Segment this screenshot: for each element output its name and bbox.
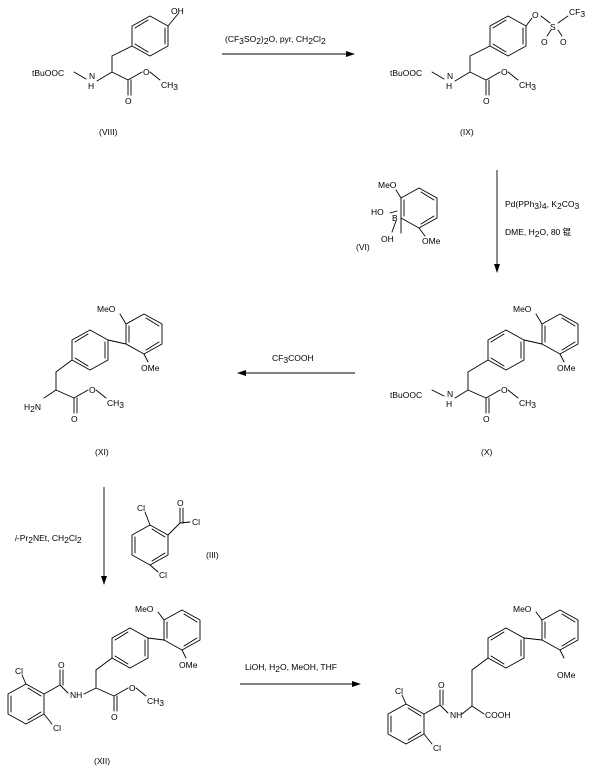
compound-xi-ome-bottom: OMe: [141, 363, 160, 373]
compound-final-o-amide: O: [438, 680, 445, 690]
compound-viii-label: (VIII): [99, 127, 118, 137]
arrow-4-head: [101, 576, 107, 585]
compound-viii-boc: tBuOOC: [32, 68, 64, 78]
compound-x-h: H: [446, 399, 452, 409]
compound-iii-cl-bottom: Cl: [159, 570, 167, 580]
step-3-reagents: CF3COOH: [272, 353, 314, 365]
compound-x-ch3: CH3: [519, 398, 536, 410]
compound-iii-cl-top: Cl: [137, 503, 145, 513]
compound-viii-o-carbonyl: O: [125, 96, 132, 106]
compound-x-bonds: [431, 313, 579, 414]
compound-xii-ome-bottom: OMe: [179, 660, 198, 670]
compound-ix-o-carbonyl: O: [483, 96, 490, 106]
compound-ix-h: H: [446, 81, 452, 91]
compound-ix-s: S: [550, 22, 556, 32]
step-3: CF3COOH: [237, 353, 355, 376]
step-5: LiOH, H2O, MeOH, THF: [240, 662, 361, 687]
compound-final-cooh: COOH: [485, 710, 511, 720]
compound-iii-bonds: [131, 507, 191, 573]
compound-vi-ome-bottom: OMe: [422, 236, 441, 246]
compound-ix-bonds: [431, 15, 569, 96]
compound-xii-ome-top: MeO: [135, 604, 154, 614]
arrow-3-head: [237, 370, 246, 376]
compound-iii-label: (III): [206, 550, 219, 560]
compound-viii-h: H: [88, 81, 94, 91]
compound-viii-bonds: [73, 13, 179, 96]
compound-ix-nh: N: [447, 71, 453, 81]
compound-xii-cl-bottom: Cl: [53, 723, 61, 733]
compound-viii-nh: N: [89, 71, 95, 81]
arrow-5-head: [352, 681, 361, 687]
compound-x-boc: tBuOOC: [390, 390, 422, 400]
compound-vi-bonds: [389, 187, 438, 237]
compound-vi-ome-top: MeO: [378, 180, 397, 190]
compound-final-cl-top: Cl: [395, 686, 403, 696]
compound-xii-nh: NH: [70, 690, 82, 700]
compound-xii-ch3: CH3: [147, 696, 164, 708]
compound-xii-o-amide: O: [58, 660, 65, 670]
compound-ix-o2: O: [560, 37, 567, 47]
compound-xii-o-carbonyl: O: [111, 712, 118, 722]
compound-iii-cl-acyl: Cl: [192, 517, 200, 527]
compound-iii: Cl O Cl Cl (III): [131, 498, 219, 580]
compound-xii-cl-top: Cl: [15, 666, 23, 676]
compound-vi: MeO B HO OH OMe (VI): [356, 180, 441, 252]
compound-ix-o1: O: [541, 37, 548, 47]
arrow-1-head: [346, 51, 355, 57]
compound-xii-bonds: [7, 609, 201, 725]
compound-xi-ome-top: MeO: [97, 304, 116, 314]
compound-xi-bonds: [43, 313, 163, 414]
compound-viii-ch3-sub: 3: [173, 82, 178, 92]
compound-xi-o-carbonyl: O: [71, 414, 78, 424]
compound-xi-o-ester: O: [89, 385, 96, 395]
step-4: i-Pr2NEt, CH2Cl2: [15, 487, 107, 585]
compound-vi-oh: OH: [381, 234, 394, 244]
compound-final: MeO OMe Cl O NH COOH Cl: [387, 604, 579, 753]
compound-vi-ho: HO: [371, 207, 384, 217]
step-1-reagents: (CF3SO2)2O, pyr, CH2Cl2: [225, 34, 326, 46]
arrow-2-head: [494, 264, 500, 273]
compound-ix-label: (IX): [460, 127, 474, 137]
compound-x-ome-bottom: OMe: [557, 363, 576, 373]
compound-ix-o-link: O: [532, 10, 539, 20]
compound-x-ome-top: MeO: [513, 304, 532, 314]
compound-xi-nh2: H2N: [24, 402, 41, 414]
step-5-reagents: LiOH, H2O, MeOH, THF: [245, 662, 337, 674]
compound-vi-b: B: [392, 213, 398, 223]
compound-x-o-ester: O: [501, 385, 508, 395]
compound-ix-boc: tBuOOC: [390, 68, 422, 78]
step-2-reagents-line1: Pd(PPh3)4, K2CO3: [505, 199, 580, 211]
compound-final-bonds: [387, 609, 579, 745]
compound-x: MeO OMe tBuOOC N H O O CH3 (X): [390, 304, 579, 457]
compound-ix: O S O O CF3 tBuOOC N H O O CH3 (IX): [390, 7, 585, 137]
compound-xii-o-ester: O: [129, 683, 136, 693]
compound-viii-ch3: CH3: [161, 80, 178, 92]
compound-viii-ch3-main: CH: [161, 80, 173, 90]
compound-vi-label: (VI): [356, 242, 370, 252]
compound-xii-label: (XII): [94, 756, 110, 766]
compound-viii: OH tBuOOC N H O O CH3 (VIII): [32, 6, 184, 137]
step-2-reagents-line2: DME, H2O, 80 锟: [505, 227, 572, 239]
compound-final-ome-bottom: OMe: [557, 670, 576, 680]
compound-final-nh: NH: [450, 710, 462, 720]
compound-iii-o: O: [177, 498, 184, 508]
compound-viii-o-ester: O: [143, 67, 150, 77]
compound-x-label: (X): [481, 447, 493, 457]
step-4-reagents: i-Pr2NEt, CH2Cl2: [15, 533, 82, 545]
step-2: Pd(PPh3)4, K2CO3 DME, H2O, 80 锟: [494, 170, 580, 273]
compound-x-nh: N: [447, 389, 453, 399]
compound-ix-ch3: CH3: [519, 80, 536, 92]
step-1: (CF3SO2)2O, pyr, CH2Cl2: [222, 34, 355, 57]
compound-ix-o-ester: O: [501, 67, 508, 77]
compound-x-o-carbonyl: O: [483, 414, 490, 424]
compound-final-cl-bottom: Cl: [433, 743, 441, 753]
compound-xi: MeO OMe H2N O O CH3 (XI): [24, 304, 163, 457]
compound-xi-ch3: CH3: [107, 398, 124, 410]
compound-final-ome-top: MeO: [513, 604, 532, 614]
compound-ix-cf3: CF3: [569, 7, 585, 19]
compound-xii: MeO OMe Cl O NH Cl O O CH3 (XII): [7, 604, 201, 766]
compound-xi-label: (XI): [95, 447, 109, 457]
compound-viii-oh: OH: [171, 6, 184, 16]
